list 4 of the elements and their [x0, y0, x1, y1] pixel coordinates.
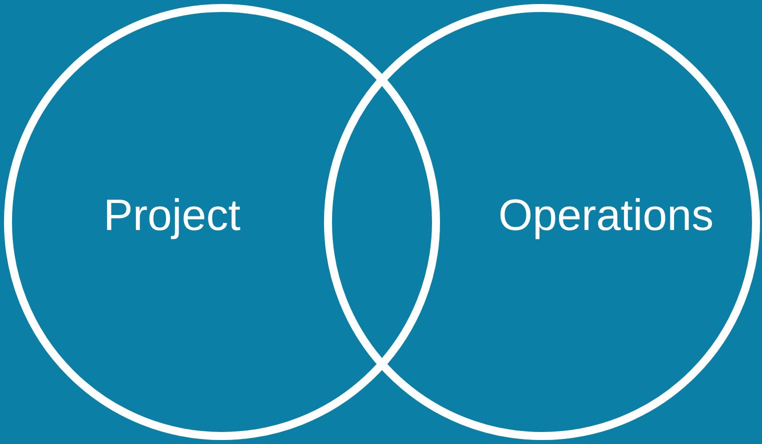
circle-label: Project [104, 191, 240, 241]
circle-label: Operations [498, 191, 714, 241]
venn-circle [4, 4, 440, 440]
venn-circle [324, 4, 760, 440]
